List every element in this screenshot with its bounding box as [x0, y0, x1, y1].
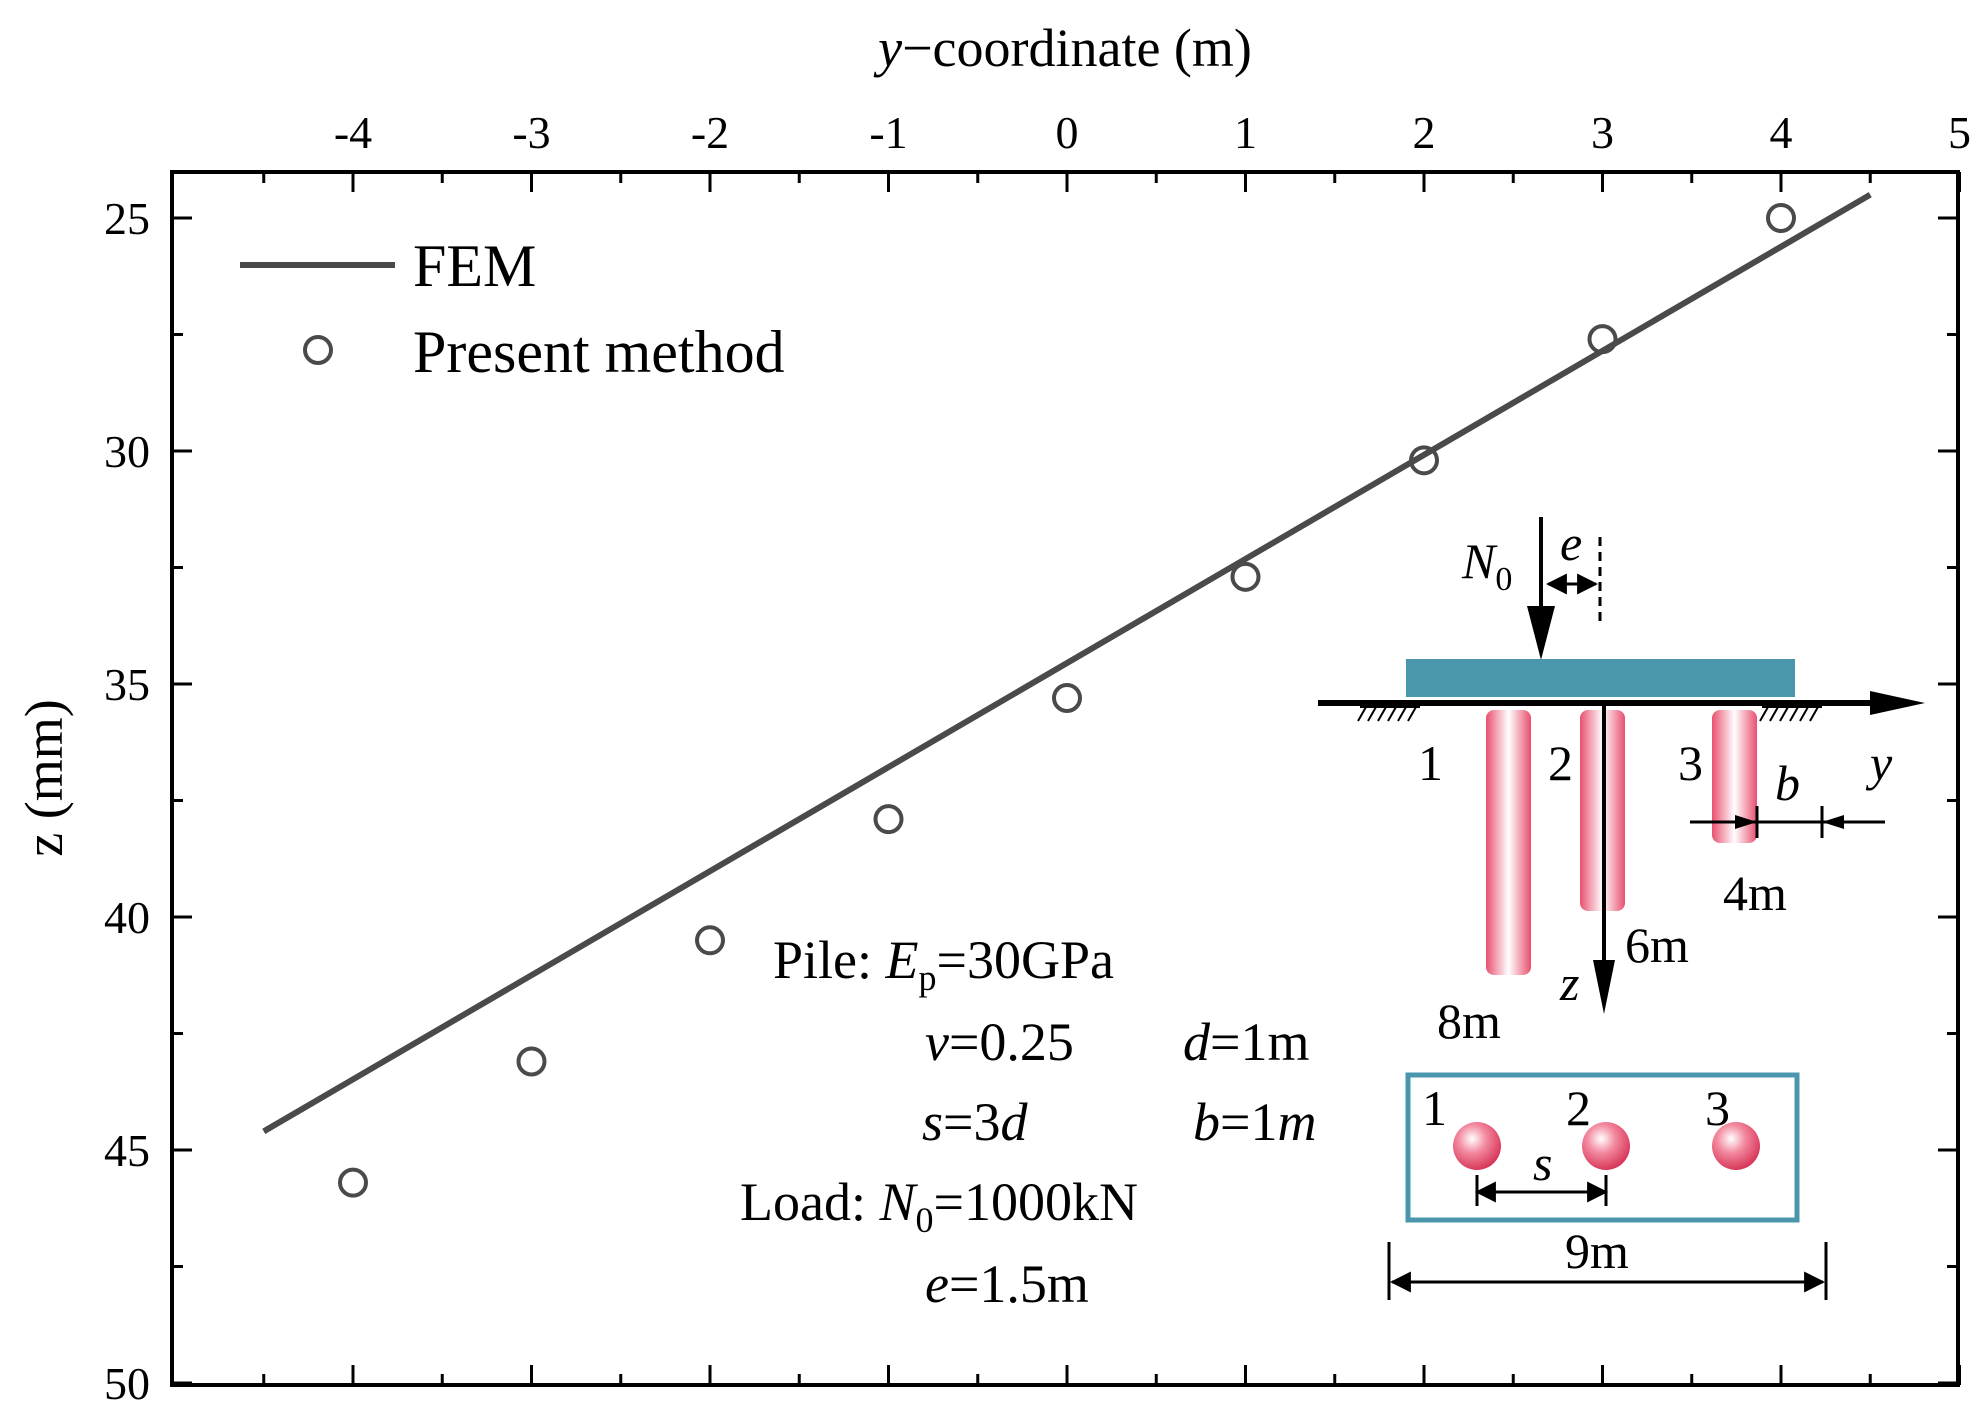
width-label: 9m [1565, 1223, 1629, 1279]
plan-pile-3 [1712, 1122, 1760, 1170]
param-v: v=0.25 [925, 1012, 1074, 1072]
y-tick-label: 35 [104, 659, 150, 710]
y-tick-label: 40 [104, 892, 150, 943]
param-e: e=1.5m [925, 1254, 1089, 1314]
data-point-present-method [695, 925, 725, 956]
data-point-present-method [873, 804, 904, 835]
data-point-present-method [1766, 203, 1796, 233]
param-s: s=3d [922, 1092, 1028, 1152]
s-label: s [1533, 1135, 1552, 1191]
support-hatch-right [1759, 706, 1822, 722]
plan-pile-2 [1582, 1122, 1630, 1170]
data-point-present-method [516, 1046, 547, 1077]
pile-1-number: 1 [1418, 735, 1443, 791]
z-axis-arrow-head [1593, 960, 1615, 1014]
pile-1 [1486, 710, 1531, 975]
x-tick-label: -3 [512, 107, 550, 158]
x-tick-label: 1 [1234, 107, 1257, 158]
ecc-label: e [1560, 515, 1582, 571]
data-point-present-method [1230, 561, 1261, 592]
pile-1-length: 8m [1437, 993, 1501, 1049]
legend-present-label: Present method [413, 319, 785, 385]
y-tick-label: 45 [104, 1125, 150, 1176]
y-tick-label: 30 [104, 426, 150, 477]
param-pile: Pile: Ep=30GPa [773, 930, 1114, 998]
x-tick-label: -2 [691, 107, 729, 158]
inset-z-label: z [1559, 955, 1579, 1011]
legend-present-swatch [303, 335, 333, 365]
plan-pile-2-number: 2 [1566, 1080, 1591, 1136]
param-d: d=1m [1183, 1012, 1309, 1072]
load-label: N0 [1461, 533, 1512, 598]
plan-pile-3-number: 3 [1705, 1080, 1730, 1136]
parameters-block: Pile: Ep=30GPa v=0.25 d=1m s=3d b=1m Loa… [740, 930, 1316, 1314]
y-axis-arrow-head [1870, 691, 1925, 715]
x-axis-ticks: -4 -3 -2 -1 0 1 2 3 4 5 [262, 107, 1971, 1385]
pile-3 [1712, 710, 1757, 843]
y-axis-title: z (mm) [14, 699, 74, 856]
x-axis-title: y−coordinate (m) [873, 18, 1252, 78]
param-b: b=1m [1193, 1092, 1316, 1152]
x-tick-label: 2 [1413, 107, 1436, 158]
b-label: b [1775, 755, 1800, 811]
data-point-present-method [1052, 682, 1082, 713]
y-tick-label: 25 [104, 193, 150, 244]
param-load: Load: N0=1000kN [740, 1172, 1138, 1240]
inset-y-label: y [1865, 735, 1893, 791]
x-tick-label: 0 [1056, 107, 1079, 158]
x-tick-label: -1 [869, 107, 907, 158]
series-layer [262, 192, 1872, 1198]
plan-pile-1-number: 1 [1422, 1080, 1447, 1136]
pile-2-number: 2 [1548, 735, 1573, 791]
x-tick-label: 4 [1770, 107, 1793, 158]
legend-fem-label: FEM [413, 233, 536, 299]
legend: FEM Present method [240, 233, 785, 385]
load-arrow-head [1527, 606, 1555, 660]
plot-frame [170, 170, 1960, 1387]
inset-schematic: N0 e y z 1 2 [1318, 515, 1925, 1300]
pile-3-length: 4m [1723, 865, 1787, 921]
y-tick-label: 50 [104, 1358, 150, 1409]
pile-3-number: 3 [1678, 735, 1703, 791]
support-hatch-left [1357, 706, 1420, 722]
plan-pile-1 [1453, 1122, 1501, 1170]
pile-cap [1406, 659, 1795, 697]
pile-2-length: 6m [1625, 917, 1689, 973]
x-tick-label: 3 [1591, 107, 1614, 158]
data-point-present-method [1409, 445, 1439, 476]
data-point-present-method [1587, 324, 1618, 355]
plan-box [1405, 1072, 1800, 1223]
y-axis-ticks: 25 30 35 40 45 50 [104, 193, 1958, 1409]
x-tick-label: 5 [1948, 107, 1971, 158]
x-tick-label: -4 [334, 107, 372, 158]
b-arrow-left [1735, 815, 1757, 829]
b-arrow-right [1822, 815, 1844, 829]
data-point-present-method [338, 1167, 368, 1198]
